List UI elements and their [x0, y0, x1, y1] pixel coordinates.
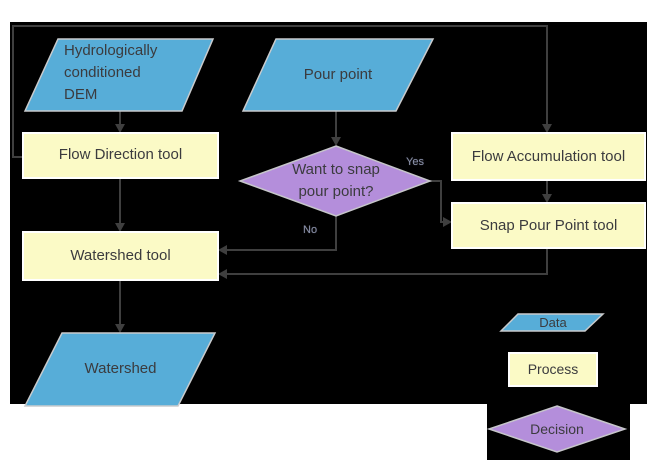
arrowhead-flowaccumulation-top	[542, 124, 552, 133]
arrowhead-watershedtool-right-lower	[218, 269, 227, 279]
arrowhead-watershedtool-top	[115, 223, 125, 232]
node-pourpoint-parallelogram	[241, 38, 435, 112]
edge-decision-no-watershedtool	[225, 216, 337, 251]
legend-decision-label: Decision	[530, 421, 584, 437]
edge-flowdirection-flowaccumulation	[12, 25, 548, 158]
legend-decision-diamond	[486, 405, 628, 453]
legend-process-label: Process	[527, 361, 579, 377]
pourpoint-label: Pour point	[303, 66, 373, 83]
arrowhead-flowdirection	[115, 124, 125, 133]
watershedtool-label: Watershed tool	[70, 247, 171, 264]
watershed-label: Watershed	[84, 360, 157, 377]
yes-edge-label: Yes	[406, 156, 424, 168]
node-flowaccumulation-rect	[451, 132, 646, 181]
arrowhead-snappourpoint-left	[443, 217, 452, 227]
no-edge-label: No	[303, 224, 318, 236]
legend-data-parallelogram	[499, 313, 605, 332]
arrowhead-watershedtool-right-upper	[218, 245, 227, 255]
arrowhead-watershed	[115, 324, 125, 333]
node-snappourpoint-rect	[451, 202, 646, 249]
connectors	[12, 25, 552, 333]
dem-label: Hydrologically conditioned DEM	[64, 42, 158, 103]
node-watershed-parallelogram	[23, 332, 217, 407]
flowaccumulation-label: Flow Accumulation tool	[471, 148, 626, 165]
legend-data-label: Data	[539, 315, 567, 330]
flowdirection-label: Flow Direction tool	[58, 146, 183, 163]
node-flowdirection-rect	[22, 132, 219, 179]
node-dem-parallelogram	[23, 38, 215, 112]
node-decision-diamond	[237, 145, 433, 217]
arrowhead-snappourpoint-top	[542, 194, 552, 203]
arrowhead-decision-top	[331, 137, 341, 146]
legend-process-rect	[508, 352, 598, 387]
decision-label: Want to snap pour point?	[292, 161, 380, 200]
snappourpoint-label: Snap Pour Point tool	[479, 217, 618, 234]
node-watershedtool-rect	[22, 231, 219, 281]
edge-snappourpoint-watershedtool	[225, 248, 548, 275]
